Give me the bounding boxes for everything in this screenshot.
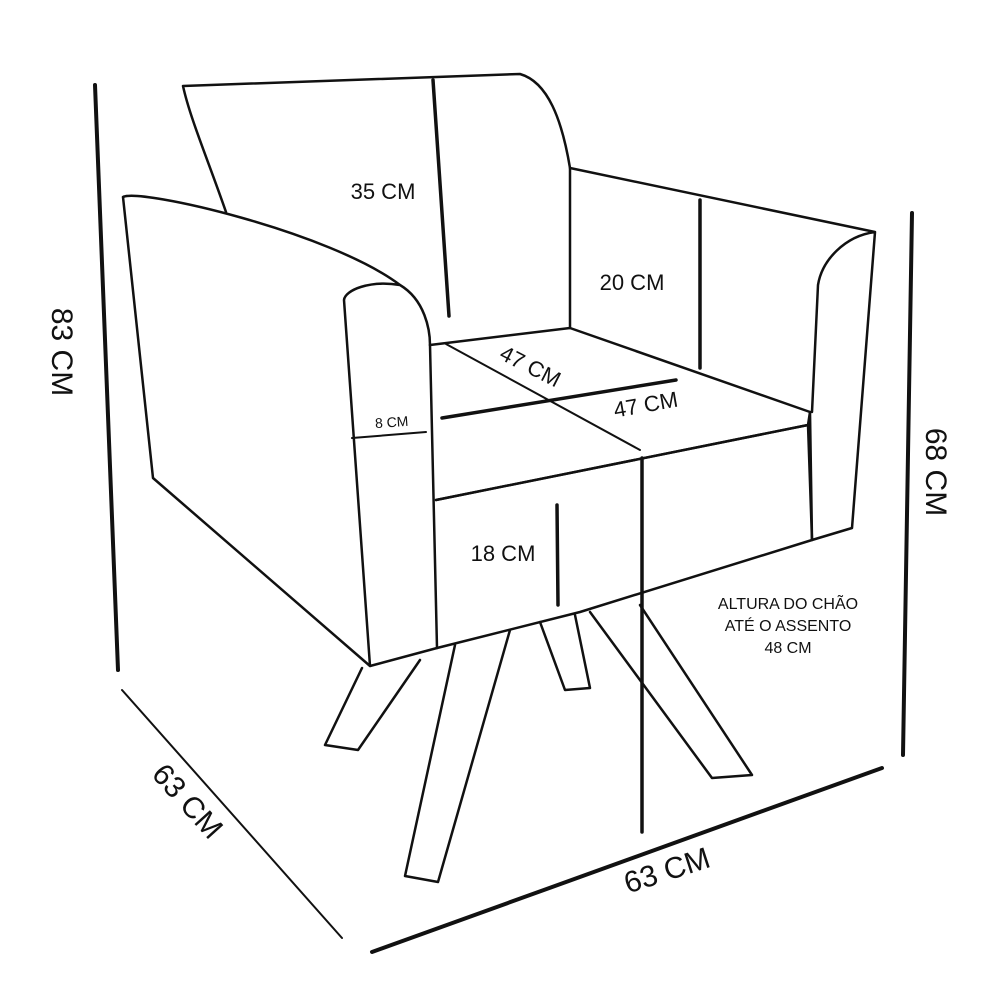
dimension-lines — [93, 78, 914, 954]
backrest-height-label: 35 CM — [351, 179, 416, 204]
arm-height-line — [901, 211, 914, 757]
seat-width-line — [440, 378, 678, 420]
leg-front-right — [588, 603, 754, 780]
armchair-drawing — [121, 72, 877, 884]
depth-label: 63 CM — [145, 758, 229, 846]
leg-front-left — [403, 628, 512, 884]
arm-height-label: 68 CM — [919, 428, 952, 516]
total-height-label: 83 CM — [45, 308, 78, 396]
leg-back-left — [323, 658, 422, 752]
base-height-label: 18 CM — [471, 541, 536, 566]
left-arm-outline — [121, 194, 439, 668]
floor-to-seat-label-line1: ALTURA DO CHÃO — [718, 593, 858, 613]
front-base — [434, 423, 814, 650]
base-height-line — [555, 503, 560, 607]
backrest-height-line — [431, 78, 451, 318]
floor-to-seat-label-value: 48 CM — [764, 640, 811, 657]
arm-above-seat-label: 20 CM — [600, 270, 665, 295]
leg-back-center — [538, 613, 592, 692]
width-line — [370, 766, 884, 954]
seat-width-label: 47 CM — [612, 387, 680, 423]
seat-depth-line — [445, 343, 641, 451]
backrest-outline — [181, 72, 572, 330]
floor-to-seat-label-line2: ATÉ O ASSENTO — [725, 616, 852, 635]
total-height-line — [93, 83, 120, 672]
cushion-thickness-label: 8 CM — [374, 413, 408, 431]
left-arm-inner — [428, 343, 439, 650]
cushion-thickness-line — [351, 431, 427, 439]
width-label: 63 CM — [620, 842, 714, 901]
right-arm-outline — [568, 166, 877, 542]
seat-depth-label: 47 CM — [496, 340, 565, 392]
depth-line — [121, 689, 343, 939]
